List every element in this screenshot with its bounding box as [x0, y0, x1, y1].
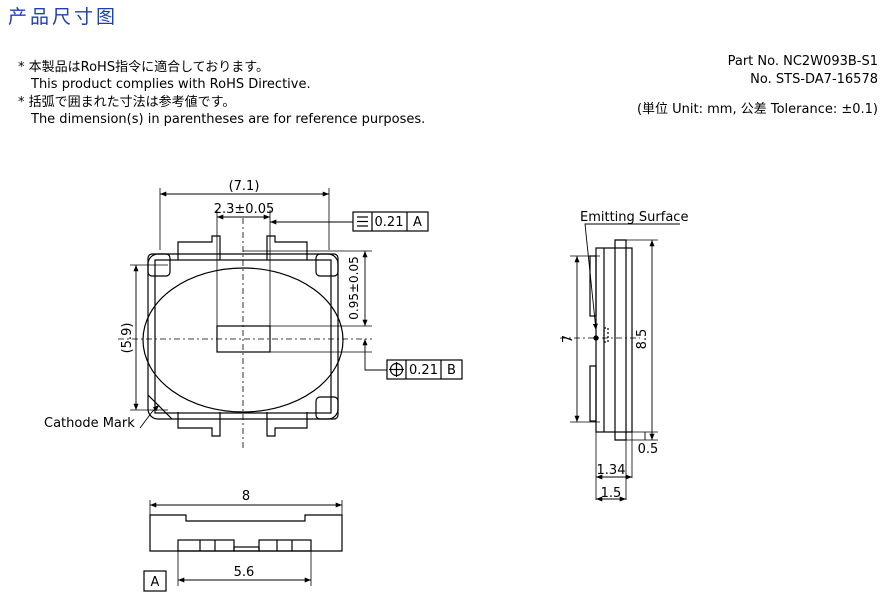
dim-side-8-5: 8.5 — [635, 329, 650, 350]
fcf-a-datum: A — [413, 215, 422, 230]
fcf-b-datum: B — [447, 363, 456, 378]
fcf-a — [352, 211, 429, 232]
part-number: Part No. NC2W093B-S1 — [727, 54, 878, 69]
corner-pad-br — [315, 396, 339, 420]
fcf-b-value: 0.21 — [409, 363, 438, 378]
page-title: 产品尺寸图 — [8, 6, 119, 28]
cathode-mark-label: Cathode Mark — [44, 416, 135, 431]
note-rohs: * 本製品はRoHS指令に適合しております。 — [18, 59, 269, 77]
document-number: No. STS-DA7-16578 — [750, 72, 878, 87]
note-reference: * 括弧で囲まれた寸法は参考値です。 — [18, 94, 235, 112]
dim-pad-width: 2.3±0.05 — [214, 202, 275, 217]
note-rohs-en: This product complies with RoHS Directiv… — [31, 77, 311, 92]
note-rohs-jp: 本製品はRoHS指令に適合しております。 — [28, 60, 269, 75]
dim-side-7: 7 — [561, 335, 576, 343]
units-tolerance: (単位 Unit: mm, 公差 Tolerance: ±0.1) — [636, 102, 878, 117]
dim-side-0-5: 0.5 — [638, 442, 659, 457]
note-reference-en: The dimension(s) in parentheses are for … — [31, 112, 426, 127]
fcf-a-value: 0.21 — [375, 215, 404, 230]
dim-height-ref: (5.9) — [120, 323, 135, 354]
datum-a-box — [143, 570, 167, 592]
lens-outline — [142, 267, 344, 413]
bottom-view — [149, 514, 343, 552]
dim-side-1-5: 1.5 — [601, 486, 622, 501]
note-rohs-bullet: * — [18, 60, 25, 75]
dim-width-ref: (7.1) — [229, 179, 260, 194]
corner-pad-tr — [315, 253, 339, 277]
note-reference-bullet: * — [18, 95, 25, 110]
dim-bottom-8: 8 — [242, 489, 250, 504]
emitting-surface-label: Emitting Surface — [580, 210, 688, 225]
datum-a-label: A — [151, 575, 160, 590]
side-view — [589, 239, 633, 441]
fcf-b — [386, 359, 463, 380]
dim-offset: 0.95±0.05 — [347, 256, 361, 320]
note-reference-jp: 括弧で囲まれた寸法は参考値です。 — [28, 95, 236, 110]
dim-bottom-5-6: 5.6 — [234, 565, 255, 580]
dim-side-1-34: 1.34 — [597, 463, 626, 478]
cathode-chamfer — [147, 394, 173, 420]
